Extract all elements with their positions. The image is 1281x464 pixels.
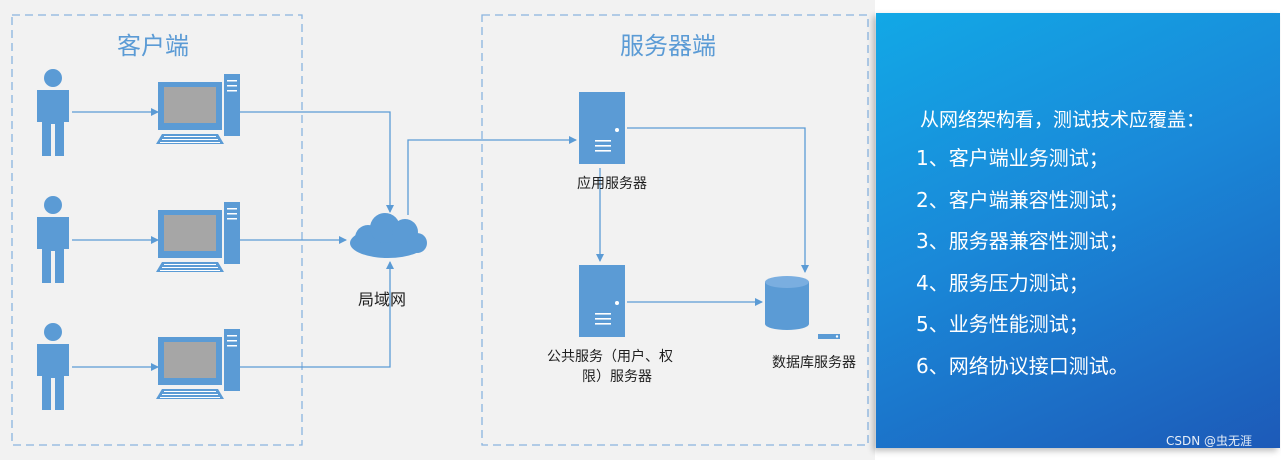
architecture-diagram: 客户端 服务器端 局域网 应用服务器 公共服务（用户、权 限）服务器 数据库服务… <box>0 0 875 460</box>
coverage-list: 1、客户端业务测试； 2、客户端兼容性测试； 3、服务器兼容性测试； 4、服务压… <box>916 144 1129 393</box>
common-server-icon <box>579 265 625 337</box>
database-icon <box>765 276 840 339</box>
common-server-label-line2: 限）服务器 <box>582 369 652 385</box>
computer-to-lan-arrow <box>240 111 394 213</box>
app-to-db-arrow <box>627 127 809 273</box>
diagram-background <box>0 0 875 460</box>
diagram-canvas <box>0 0 875 460</box>
coverage-item: 5、业务性能测试； <box>916 312 1089 336</box>
server-group-box <box>481 14 869 446</box>
test-coverage-panel: 从网络架构看，测试技术应覆盖： 1、客户端业务测试； 2、客户端兼容性测试； 3… <box>876 13 1280 448</box>
app-server-label: 应用服务器 <box>577 176 647 192</box>
panel-heading: 从网络架构看，测试技术应覆盖： <box>920 109 1206 131</box>
cloud-icon <box>350 213 427 258</box>
computer-to-lan-arrow <box>240 261 394 368</box>
common-server-label-line1: 公共服务（用户、权 <box>547 349 673 365</box>
coverage-item: 1、客户端业务测试； <box>916 146 1109 170</box>
coverage-item: 4、服务压力测试； <box>916 270 1089 295</box>
server-title: 服务器端 <box>620 32 716 60</box>
watermark: CSDN @虫无涯 <box>1166 434 1253 448</box>
client-group-box <box>11 14 303 446</box>
client-title: 客户端 <box>117 32 189 60</box>
app-server-icon <box>579 92 625 164</box>
lan-to-app-server-arrow <box>407 136 577 215</box>
coverage-item: 3、服务器兼容性测试； <box>916 229 1129 253</box>
coverage-item: 2、客户端兼容性测试； <box>916 187 1129 212</box>
coverage-item: 6、网络协议接口测试。 <box>916 353 1129 378</box>
db-server-label: 数据库服务器 <box>772 355 856 371</box>
lan-label: 局域网 <box>358 290 407 309</box>
